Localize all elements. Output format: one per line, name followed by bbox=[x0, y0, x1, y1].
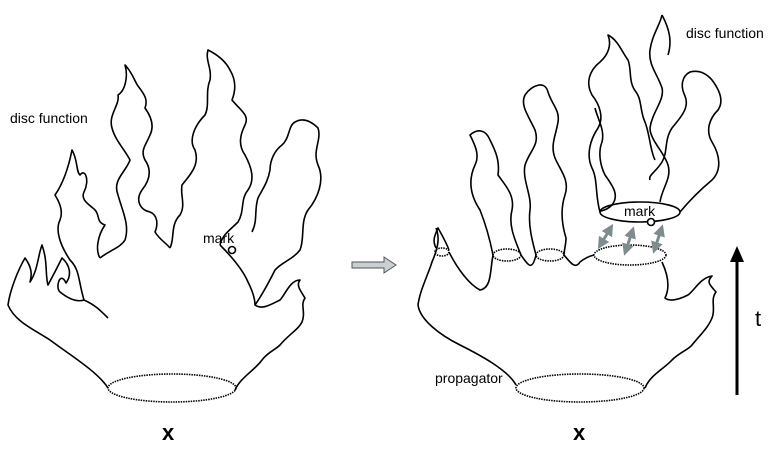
left-mark-dot bbox=[227, 245, 237, 255]
time-axis-label: t bbox=[755, 306, 762, 331]
gluing-arrows bbox=[597, 223, 665, 256]
right-cut-ellipse-3 bbox=[535, 248, 565, 262]
left-surface bbox=[7, 49, 322, 403]
right-lower-body bbox=[448, 251, 595, 291]
left-tendril-1 bbox=[54, 149, 106, 301]
propagator-label: propagator bbox=[435, 370, 503, 386]
right-tendril-6 bbox=[588, 14, 671, 213]
time-arrow bbox=[730, 246, 744, 395]
right-cut-ellipse-2 bbox=[492, 248, 522, 262]
left-mark-label: mark bbox=[203, 230, 235, 246]
left-disc-function-label: disc function bbox=[10, 110, 88, 126]
right-propagator-left-flank bbox=[417, 227, 517, 386]
gluing-arrow-1 bbox=[597, 223, 614, 250]
left-tendril-3 bbox=[169, 49, 253, 249]
right-tendril-3 bbox=[522, 84, 568, 256]
right-tendril-5 bbox=[648, 14, 722, 213]
left-base-ellipse bbox=[107, 373, 237, 403]
gluing-arrow-3 bbox=[651, 224, 665, 254]
right-tendril-4 bbox=[594, 107, 617, 213]
left-x-label: x bbox=[162, 420, 175, 445]
right-mark-label: mark bbox=[624, 203, 656, 219]
right-surface bbox=[417, 14, 722, 403]
right-x-label: x bbox=[573, 420, 586, 445]
right-mark-dot bbox=[646, 217, 656, 227]
left-surface-left-flank bbox=[7, 244, 109, 389]
gluing-arrow-2 bbox=[622, 226, 636, 256]
right-tendril-1 bbox=[433, 227, 450, 251]
left-tendril-4 bbox=[219, 119, 322, 306]
right-tendril-2 bbox=[469, 130, 522, 256]
right-base-ellipse bbox=[515, 373, 645, 403]
left-tendril-2 bbox=[99, 64, 171, 259]
right-cut-ellipse-1 bbox=[434, 247, 450, 257]
left-surface-right-flank bbox=[234, 279, 306, 391]
right-propagator-right-flank bbox=[644, 261, 717, 389]
right-disc-function-label: disc function bbox=[686, 25, 764, 41]
transition-arrow bbox=[351, 256, 397, 274]
